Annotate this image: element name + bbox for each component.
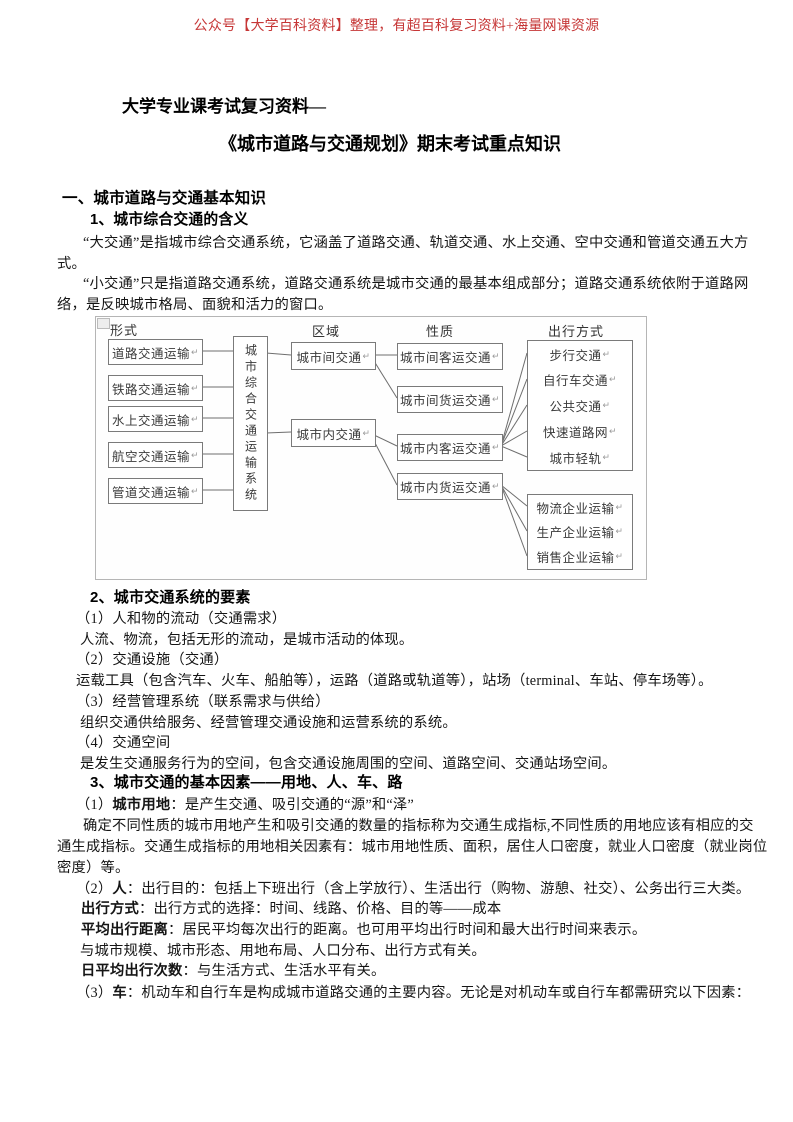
list-item-mode: 出行方式：出行方式的选择：时间、线路、价格、目的等——成本 <box>81 901 502 917</box>
mode-box-bicycle: 自行车交通 <box>527 366 633 393</box>
paragraph-line: “大交通”是指城市综合交通系统，它涵盖了道路交通、轨道交通、水上交通、空中交通和… <box>83 235 749 251</box>
freight-box-logistics: 物流企业运输 <box>527 494 633 521</box>
list-item-vehicle: （3）车：机动车和自行车是构成城市道路交通的主要内容。无论是对机动车或自行车都需… <box>76 985 751 1001</box>
paragraph-line: 运载工具（包含汽车、火车、船舶等），运路（道路或轨道等），站场（terminal… <box>76 673 713 689</box>
column-header-form: 形式 <box>110 323 139 338</box>
paragraph-line: 络，是反映城市格局、面貌和活力的窗口。 <box>57 297 333 313</box>
paragraph-line: 人流、物流，包括无形的流动，是城市活动的体现。 <box>80 632 414 648</box>
paragraph-line: “小交通”只是指道路交通系统，道路交通系统是城市交通的最基本组成部分；道路交通系… <box>83 276 749 292</box>
doc-title-line2: 《城市道路与交通规划》期末考试重点知识 <box>219 134 561 154</box>
column-header-mode: 出行方式 <box>548 324 605 339</box>
list-item: （2）交通设施（交通） <box>76 652 229 668</box>
section-1-1-heading: 1、城市综合交通的含义 <box>90 212 249 228</box>
section-2-heading: 2、城市交通系统的要素 <box>90 589 251 606</box>
freight-box-sales: 销售企业运输 <box>527 544 633 570</box>
section-3-heading: 3、城市交通的基本因素——用地、人、车、路 <box>90 774 403 791</box>
list-item-distance: 平均出行距离：居民平均每次出行的距离。也可用平均出行时间和最大出行时间来表示。 <box>81 922 647 938</box>
list-item-frequency: 日平均出行次数：与生活方式、生活水平有关。 <box>81 963 386 979</box>
freight-box-production: 生产企业运输 <box>527 519 633 545</box>
nature-box-intracity-freight: 城市内货运交通 <box>397 473 503 500</box>
column-header-region: 区域 <box>312 324 341 339</box>
column-header-nature: 性质 <box>426 324 455 339</box>
region-box-intercity: 城市间交通 <box>291 342 376 370</box>
transport-system-diagram: 形式 区域 性质 出行方式 道路交通运输 铁路交通运输 水上交通运输 航空交通运… <box>95 316 647 580</box>
mode-box-walking: 步行交通 <box>527 340 633 368</box>
paragraph-line: 确定不同性质的城市用地产生和吸引交通的数量的指标称为交通生成指标,不同性质的用地… <box>83 818 754 834</box>
list-item-land: （1）城市用地：是产生交通、吸引交通的“源”和“泽” <box>76 797 414 813</box>
paragraph-line: 与城市规模、城市形态、用地布局、人口分布、出行方式有关。 <box>80 943 486 959</box>
section-1-heading: 一、城市道路与交通基本知识 <box>62 190 267 207</box>
list-item: （3）经营管理系统（联系需求与供给） <box>76 694 330 710</box>
list-item: （1）人和物的流动（交通需求） <box>76 611 287 627</box>
list-item-people: （2）人：出行目的：包括上下班出行（含上学放行）、生活出行（购物、游憩、社交）、… <box>76 881 751 897</box>
diagram-connector-lines <box>201 350 528 557</box>
paragraph-line: 是发生交通服务行为的空间，包含交通设施周围的空间、道路空间、交通站场空间。 <box>80 756 617 772</box>
paragraph-line: 通生成指标。交通生成指标的用地相关因素有：城市用地性质、面积，居住人口密度，就业… <box>57 839 768 855</box>
mode-box-light-rail: 城市轻轨 <box>527 444 633 471</box>
object-anchor-icon <box>97 318 110 329</box>
page-header-note: 公众号【大学百科资料】整理，有超百科复习资料+海量网课资源 <box>193 19 600 34</box>
nature-box-intercity-passenger: 城市间客运交通 <box>397 343 503 370</box>
mode-box-expressway: 快速道路网 <box>527 418 633 445</box>
region-box-intracity: 城市内交通 <box>291 419 376 447</box>
paragraph-line: 组织交通供给服务、经营管理交通设施和运营系统的系统。 <box>80 715 457 731</box>
nature-box-intercity-freight: 城市间货运交通 <box>397 386 503 413</box>
form-box-pipeline: 管道交通运输 <box>108 478 203 504</box>
doc-title-line1: 大学专业课考试复习资料— <box>122 97 326 116</box>
center-system-box: 城市综合交通运输系统 <box>233 336 268 511</box>
form-box-water: 水上交通运输 <box>108 406 203 432</box>
mode-box-public: 公共交通 <box>527 392 633 419</box>
form-box-road: 道路交通运输 <box>108 339 203 365</box>
paragraph-line: 密度）等。 <box>57 860 130 876</box>
list-item: （4）交通空间 <box>76 735 171 751</box>
paragraph-line: 式。 <box>57 256 86 272</box>
form-box-rail: 铁路交通运输 <box>108 375 203 401</box>
form-box-air: 航空交通运输 <box>108 442 203 468</box>
nature-box-intracity-passenger: 城市内客运交通 <box>397 434 503 461</box>
